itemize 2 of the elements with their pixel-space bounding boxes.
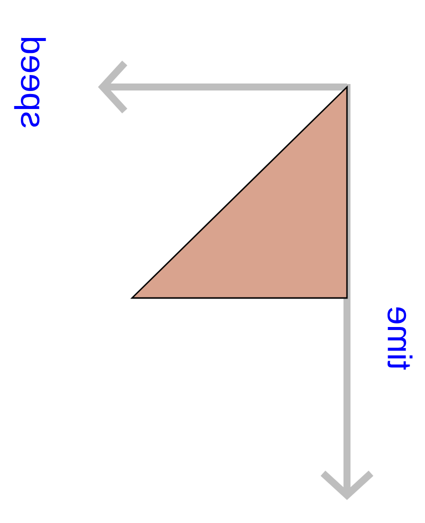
axis-label: speed bbox=[14, 38, 46, 128]
axis-label: time bbox=[388, 307, 412, 370]
